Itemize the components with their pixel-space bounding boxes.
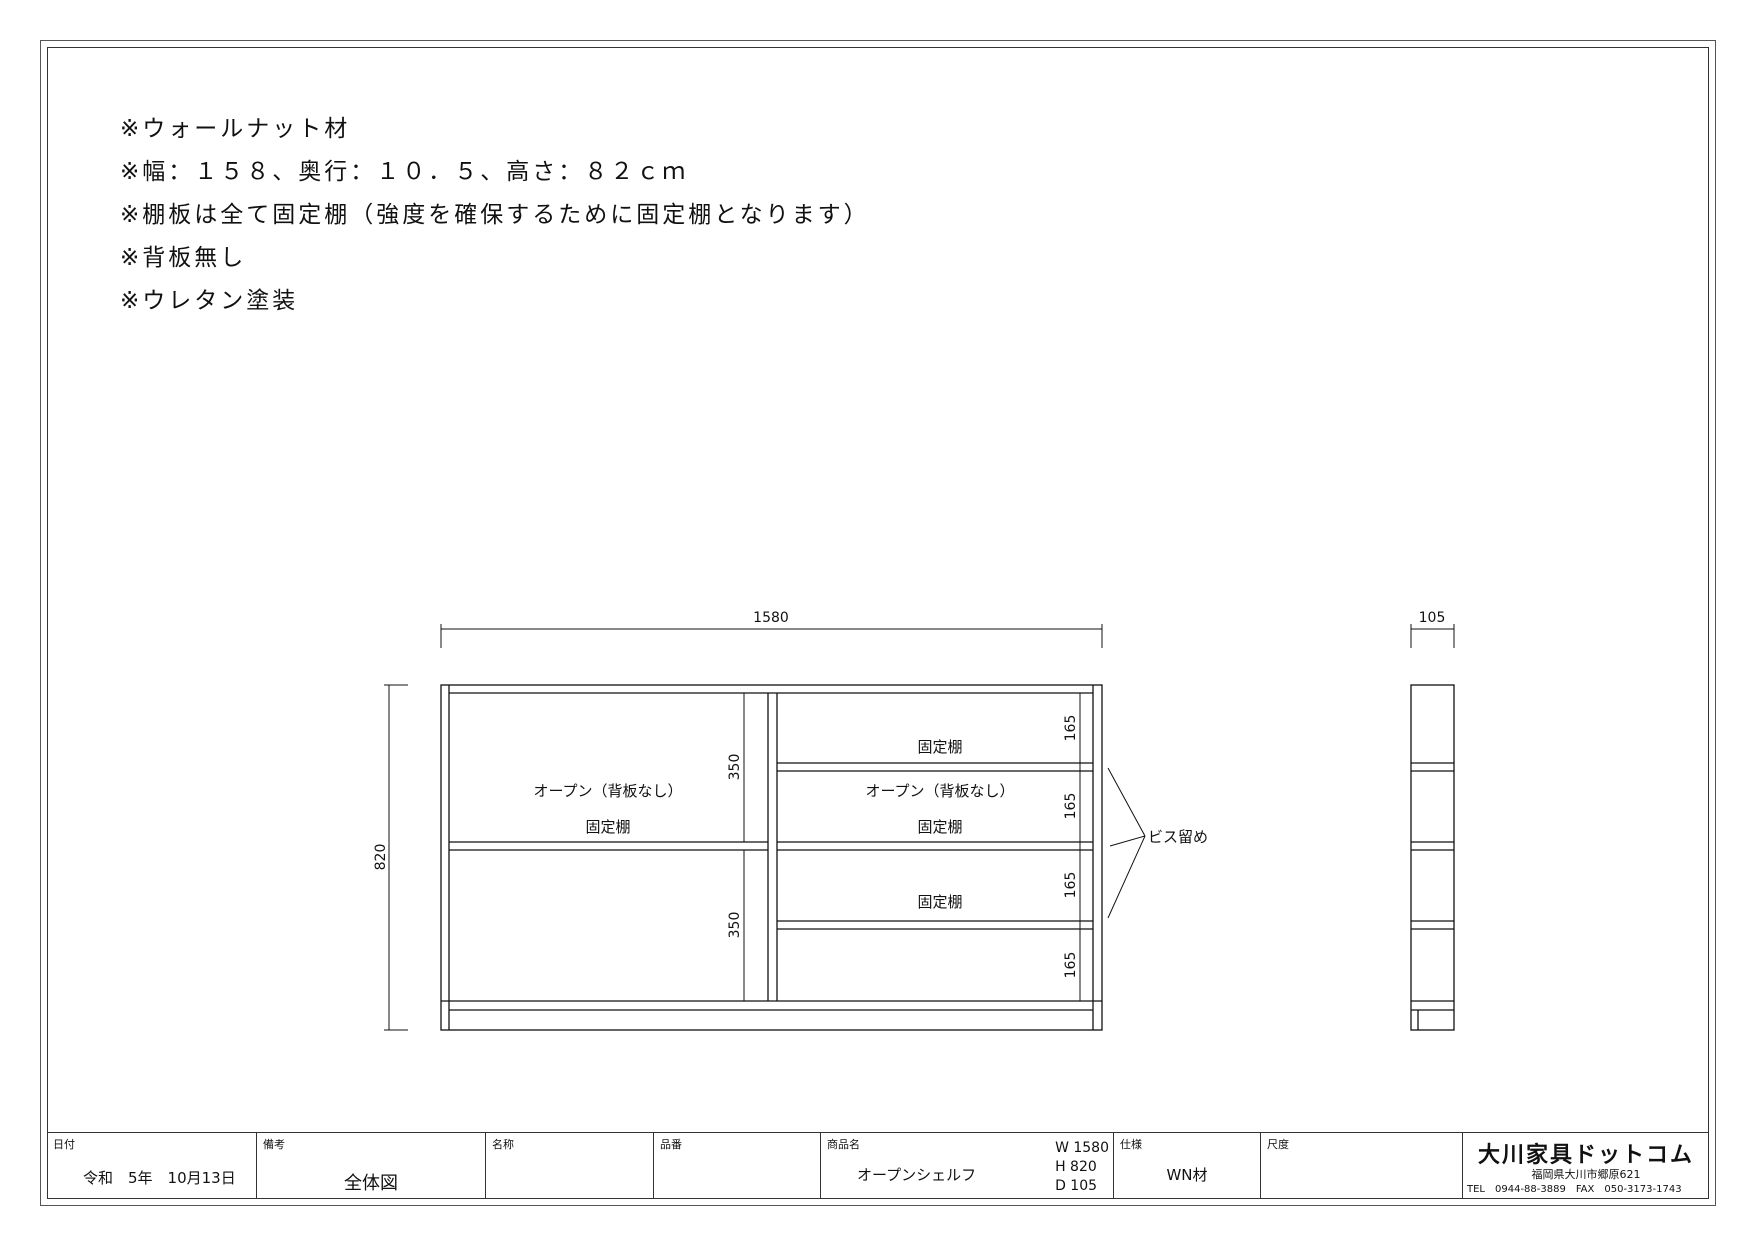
side-view [1410, 684, 1455, 1031]
note-material: ※ウォールナット材 [120, 116, 351, 142]
right-dimension-4: 165 [1063, 952, 1079, 979]
right-open-label: オープン（背板なし） [865, 782, 1014, 800]
spec-notes: ※ウォールナット材 ※幅：１５８、奥行：１０．５、高さ：８２ｃｍ ※棚板は全て固… [120, 108, 870, 323]
left-lower-dimension: 350 [727, 912, 743, 939]
width-dimension-label: 1580 [753, 610, 789, 626]
dimension-lines [384, 624, 1455, 1031]
note-finish: ※ウレタン塗装 [120, 288, 299, 314]
date-cell: 日付 令和 5年 10月13日 [47, 1133, 257, 1199]
spec-cell: 仕様 WN材 [1114, 1133, 1261, 1199]
spec-label: 仕様 [1120, 1138, 1142, 1151]
company-cell: 大川家具ドットコム 福岡県大川市郷原621 TEL 0944-88-3889 F… [1463, 1133, 1709, 1199]
remarks-cell: 備考 全体図 [257, 1133, 486, 1199]
front-view [440, 684, 1103, 1031]
screw-label: ビス留め [1148, 828, 1208, 846]
product-dimensions: W 1580 H 820 D 105 [1055, 1139, 1109, 1196]
right-dimension-3: 165 [1063, 872, 1079, 899]
note-back-panel: ※背板無し [120, 245, 247, 271]
remarks-label: 備考 [263, 1138, 285, 1151]
date-label: 日付 [53, 1138, 75, 1151]
height-dimension-label: 820 [373, 844, 389, 871]
part-number-label: 品番 [660, 1138, 682, 1151]
right-dimension-1: 165 [1063, 715, 1079, 742]
inner-frame [47, 47, 1709, 1199]
remarks-value: 全体図 [344, 1173, 398, 1194]
date-value: 令和 5年 10月13日 [83, 1169, 236, 1187]
dim-depth: D 105 [1055, 1178, 1098, 1194]
depth-dimension-label: 105 [1419, 610, 1446, 626]
name-cell: 名称 [486, 1133, 654, 1199]
spec-value: WN材 [1166, 1166, 1208, 1184]
right-shelf-label-1: 固定棚 [917, 738, 962, 756]
product-label: 商品名 [827, 1138, 860, 1151]
scale-cell: 尺度 [1261, 1133, 1463, 1199]
left-shelf-label: 固定棚 [585, 818, 630, 836]
company-address: 福岡県大川市郷原621 [1531, 1168, 1641, 1181]
left-open-label: オープン（背板なし） [533, 782, 682, 800]
title-block: 日付 令和 5年 10月13日 備考 全体図 名称 品番 商品名 オープンシェル… [47, 1132, 1709, 1199]
company-name: 大川家具ドットコム [1477, 1143, 1694, 1168]
part-number-cell: 品番 [654, 1133, 821, 1199]
note-shelves: ※棚板は全て固定棚（強度を確保するために固定棚となります） [120, 202, 870, 228]
dim-width: W 1580 [1055, 1140, 1109, 1156]
right-dimension-2: 165 [1063, 793, 1079, 820]
name-label: 名称 [492, 1138, 514, 1151]
note-dimensions: ※幅：１５８、奥行：１０．５、高さ：８２ｃｍ [120, 159, 689, 185]
right-shelf-label-3: 固定棚 [917, 893, 962, 911]
product-cell: 商品名 オープンシェルフ W 1580 H 820 D 105 [821, 1133, 1114, 1199]
left-upper-dimension: 350 [727, 754, 743, 781]
outer-frame [40, 40, 1716, 1206]
right-shelf-label-2: 固定棚 [917, 818, 962, 836]
dim-height: H 820 [1055, 1159, 1097, 1175]
scale-label: 尺度 [1267, 1138, 1289, 1151]
company-phone: TEL 0944-88-3889 FAX 050-3173-1743 [1467, 1184, 1682, 1195]
product-value: オープンシェルフ [857, 1166, 977, 1184]
